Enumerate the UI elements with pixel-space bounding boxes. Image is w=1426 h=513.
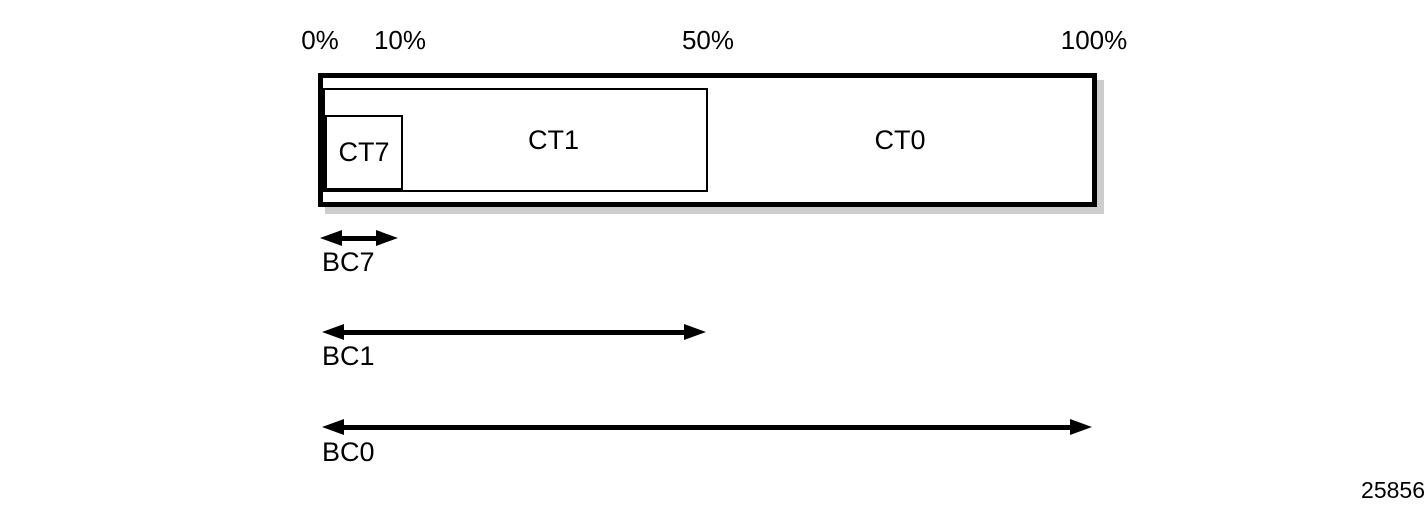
ct0-label-area: CT0 bbox=[708, 78, 1092, 202]
bc7-range-arrow bbox=[320, 229, 398, 247]
ct0-label: CT0 bbox=[874, 124, 926, 155]
arrow-shaft bbox=[339, 235, 379, 241]
figure-number: 25856 bbox=[1361, 477, 1425, 503]
arrow-shaft bbox=[341, 329, 687, 335]
arrow-right-head-icon bbox=[1070, 419, 1092, 435]
bc1-label: BC1 bbox=[322, 341, 375, 371]
scale-label-100pct: 100% bbox=[1060, 25, 1128, 55]
bc0-range-arrow bbox=[322, 418, 1092, 436]
ct1-label: CT1 bbox=[527, 124, 579, 155]
scale-label-10pct: 10% bbox=[373, 25, 427, 55]
arrow-shaft bbox=[341, 424, 1073, 430]
arrow-right-head-icon bbox=[684, 324, 706, 340]
arrow-left-head-icon bbox=[322, 324, 344, 340]
bc0-label: BC0 bbox=[322, 437, 375, 467]
scale-label-0pct: 0% bbox=[301, 25, 339, 55]
arrow-left-head-icon bbox=[322, 419, 344, 435]
bc1-range-arrow bbox=[322, 323, 706, 341]
ct7-label: CT7 bbox=[338, 137, 390, 167]
arrow-left-head-icon bbox=[320, 230, 342, 246]
ct1-box: CT7 CT1 bbox=[323, 88, 708, 192]
arrow-right-head-icon bbox=[376, 230, 398, 246]
scale-label-50pct: 50% bbox=[681, 25, 735, 55]
ct7-box: CT7 bbox=[325, 115, 403, 190]
ct0-box: CT7 CT1 CT0 bbox=[318, 73, 1097, 207]
ct1-label-area: CT1 bbox=[401, 90, 706, 190]
bc7-label: BC7 bbox=[322, 247, 375, 277]
